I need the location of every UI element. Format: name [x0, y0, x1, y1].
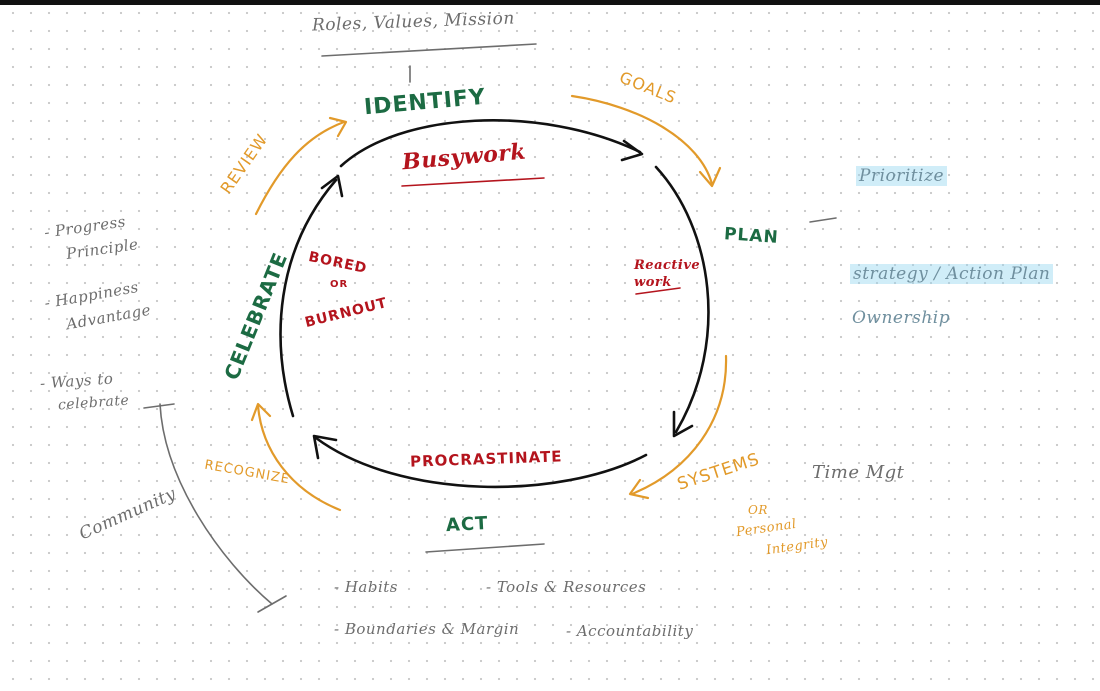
busywork-underline [401, 177, 545, 187]
act-note-boundaries: - Boundaries & Margin [334, 620, 520, 638]
community-bracket [159, 403, 273, 605]
arc-review-arrowhead [328, 116, 348, 138]
top-border [0, 0, 1100, 5]
arc-review [254, 120, 346, 216]
arc-systems [630, 354, 728, 496]
act-note-tools: - Tools & Resources [486, 578, 647, 596]
arc-recognize-arrowhead [250, 402, 272, 422]
celebrate-underline [143, 403, 175, 409]
plan-note-strategy: strategy / Action Plan [850, 264, 1054, 284]
arc-act-to-celebrate-arrowhead [312, 434, 338, 460]
arc-systems-arrowhead [628, 478, 650, 500]
systems-note-time-mgt: Time Mgt [812, 462, 905, 483]
arc-plan-to-act-arrowhead [672, 410, 694, 438]
arc-goals [570, 94, 714, 186]
systems-note-or: OR [748, 503, 768, 517]
stage-act: ACT [445, 512, 489, 537]
pitfall-or: OR [330, 279, 349, 290]
reactive-underline [635, 287, 681, 295]
arc-celebrate-to-identify [279, 178, 338, 418]
arc-identify-to-plan [339, 119, 642, 168]
arc-recognize [256, 404, 342, 512]
arc-celebrate-to-identify-arrowhead [320, 174, 344, 198]
mission-underline [321, 43, 537, 57]
arc-plan-to-act [654, 165, 710, 434]
plan-note-prioritize: Prioritize [856, 166, 948, 186]
stage-plan: PLAN [723, 224, 780, 248]
pitfall-reactive-work: Reactive work [634, 258, 701, 290]
plan-dash [809, 217, 837, 223]
plan-note-prioritize-text: Prioritize [856, 166, 948, 186]
plan-note-strategy-text: strategy / Action Plan [850, 264, 1054, 284]
community-bracket-cap [257, 595, 287, 613]
act-underline [425, 543, 545, 553]
plan-note-ownership: Ownership [852, 308, 951, 328]
arc-goals-arrowhead [698, 166, 722, 188]
act-note-accountability: - Accountability [566, 622, 694, 640]
arc-identify-to-plan-arrowhead [620, 139, 644, 162]
act-note-habits: - Habits [334, 578, 398, 596]
arc-act-to-celebrate [314, 436, 648, 489]
